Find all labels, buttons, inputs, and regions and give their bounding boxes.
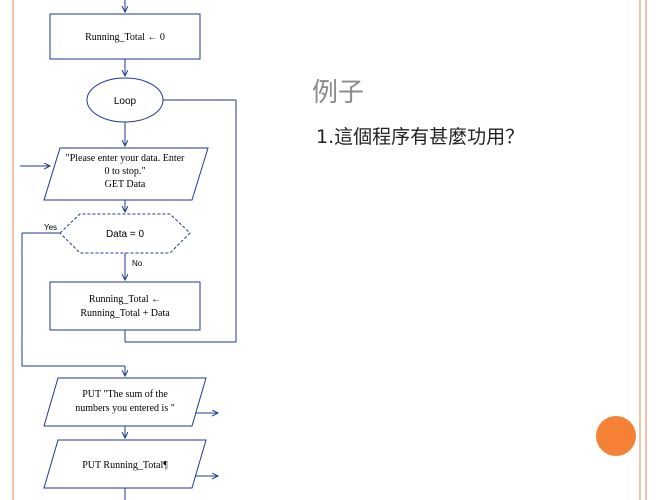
- input-text-3: GET Data: [105, 179, 146, 190]
- input-text-1: "Please enter your data. Enter: [66, 153, 185, 164]
- output-box-1: [43, 377, 207, 427]
- decorative-orange-circle: [596, 416, 636, 456]
- output1-text-1: PUT "The sum of the: [82, 389, 168, 400]
- output2-text: PUT Running_Total¶: [82, 460, 168, 471]
- slide-title: 例子: [312, 78, 365, 108]
- slide-left-border: [0, 0, 14, 500]
- output1-text-2: numbers you entered is ": [75, 403, 175, 414]
- loop-text: Loop: [114, 96, 137, 107]
- input-box: [43, 147, 209, 201]
- sum-process-box: [49, 281, 201, 331]
- input-text-2: 0 to stop.": [104, 166, 145, 177]
- slide-question: 1.這個程序有甚麼功用？: [316, 126, 525, 148]
- output-box-2: [43, 439, 207, 489]
- decision-box: [59, 213, 191, 254]
- slide-right-border: [639, 0, 667, 500]
- decision-text: Data = 0: [106, 229, 145, 240]
- init-text: Running_Total ← 0: [85, 32, 165, 43]
- yes-label: Yes: [44, 223, 57, 232]
- process-text-2: Running_Total + Data: [80, 308, 170, 319]
- process-text-1: Running_Total ←: [89, 294, 161, 305]
- no-label: No: [132, 259, 143, 268]
